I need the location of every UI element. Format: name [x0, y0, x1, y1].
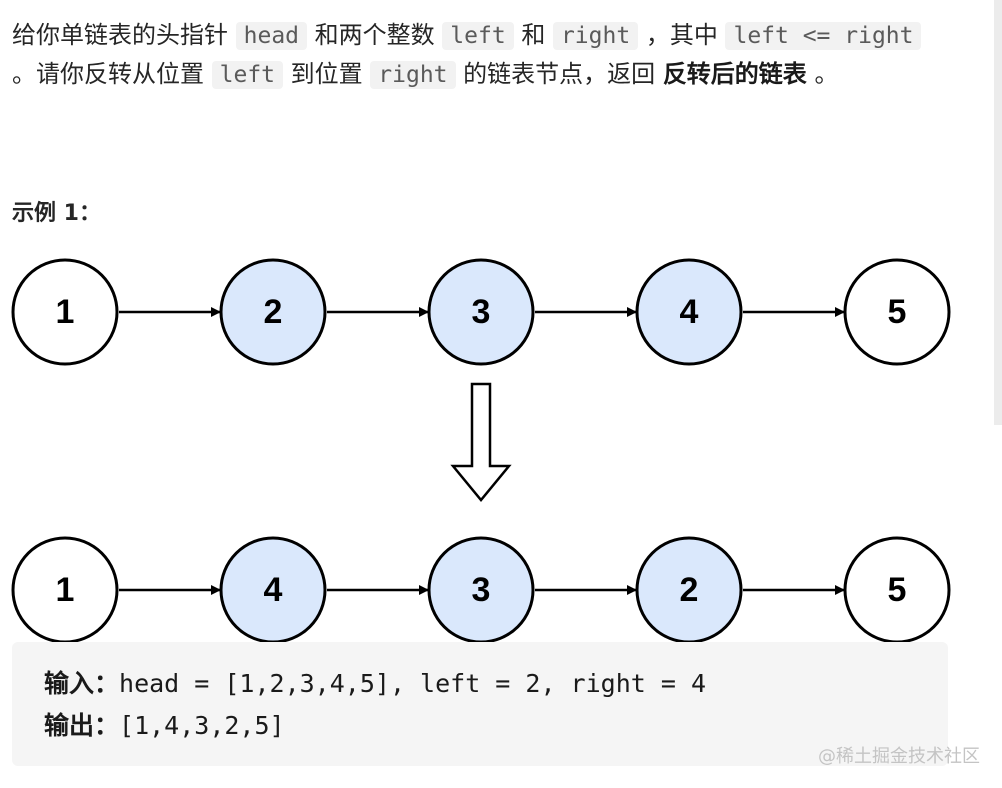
input-line: 输入：head = [1,2,3,4,5], left = 2, right =…: [44, 664, 706, 700]
output-label: 输出：: [44, 711, 120, 740]
node-label: 5: [888, 293, 907, 331]
example-title: 示例 1：: [12, 201, 101, 226]
node-circle: [843, 258, 951, 366]
output-value: [1,4,3,2,5]: [119, 711, 285, 740]
node-label: 1: [56, 571, 75, 609]
desc-text: 和: [513, 21, 553, 49]
desc-text: 和两个整数: [307, 21, 443, 49]
node-circle: [11, 536, 119, 642]
desc-text: 给你单链表的头指针: [12, 21, 236, 49]
node-label: 2: [680, 571, 699, 609]
desc-emphasis: 反转后的链表: [662, 60, 807, 88]
node-label: 4: [680, 293, 699, 331]
linked-list-diagram: 1 2 3 4 5 1 4 3 2 5: [11, 258, 951, 642]
node-label: 3: [472, 293, 491, 331]
watermark: @稀土掘金技术社区: [818, 746, 980, 767]
node-circle: [11, 258, 119, 366]
code-condition: left <= right: [725, 22, 922, 50]
desc-text: 到位置: [283, 60, 371, 88]
desc-text: 的链表节点，返回: [455, 60, 663, 88]
node-label: 1: [56, 293, 75, 331]
desc-text: ，其中: [638, 21, 726, 49]
node-label: 3: [472, 571, 491, 609]
scrollbar[interactable]: [994, 0, 1002, 425]
input-label: 输入：: [44, 669, 120, 698]
before-node: 2: [219, 258, 327, 366]
before-node: 3: [427, 258, 535, 366]
example-io-box: 输入：head = [1,2,3,4,5], left = 2, right =…: [12, 642, 948, 766]
node-circle: [427, 258, 535, 366]
input-value: head = [1,2,3,4,5], left = 2, right = 4: [119, 669, 707, 698]
node-circle: [219, 258, 327, 366]
desc-text: 。: [806, 60, 839, 88]
after-node: 3: [427, 536, 535, 642]
after-node: 4: [219, 536, 327, 642]
output-line: 输出：[1,4,3,2,5]: [44, 706, 285, 742]
node-circle: [427, 536, 535, 642]
desc-text: 。请你反转从位置: [12, 60, 212, 88]
after-node: 5: [843, 536, 951, 642]
node-label: 4: [264, 571, 283, 609]
node-label: 2: [264, 293, 283, 331]
node-circle: [635, 258, 743, 366]
node-label: 5: [888, 571, 907, 609]
before-node: 5: [843, 258, 951, 366]
node-circle: [219, 536, 327, 642]
before-node: 1: [11, 258, 119, 366]
after-node: 2: [635, 536, 743, 642]
problem-description: 给你单链表的头指针 head 和两个整数 left 和 right ，其中 le…: [12, 16, 942, 94]
after-node: 1: [11, 536, 119, 642]
node-circle: [635, 536, 743, 642]
code-left: left: [211, 61, 284, 89]
before-node: 4: [635, 258, 743, 366]
code-left: left: [442, 22, 514, 50]
code-right: right: [370, 61, 456, 89]
code-head: head: [235, 22, 308, 50]
transform-arrow-icon: [450, 382, 512, 502]
node-circle: [843, 536, 951, 642]
code-right: right: [552, 22, 639, 50]
